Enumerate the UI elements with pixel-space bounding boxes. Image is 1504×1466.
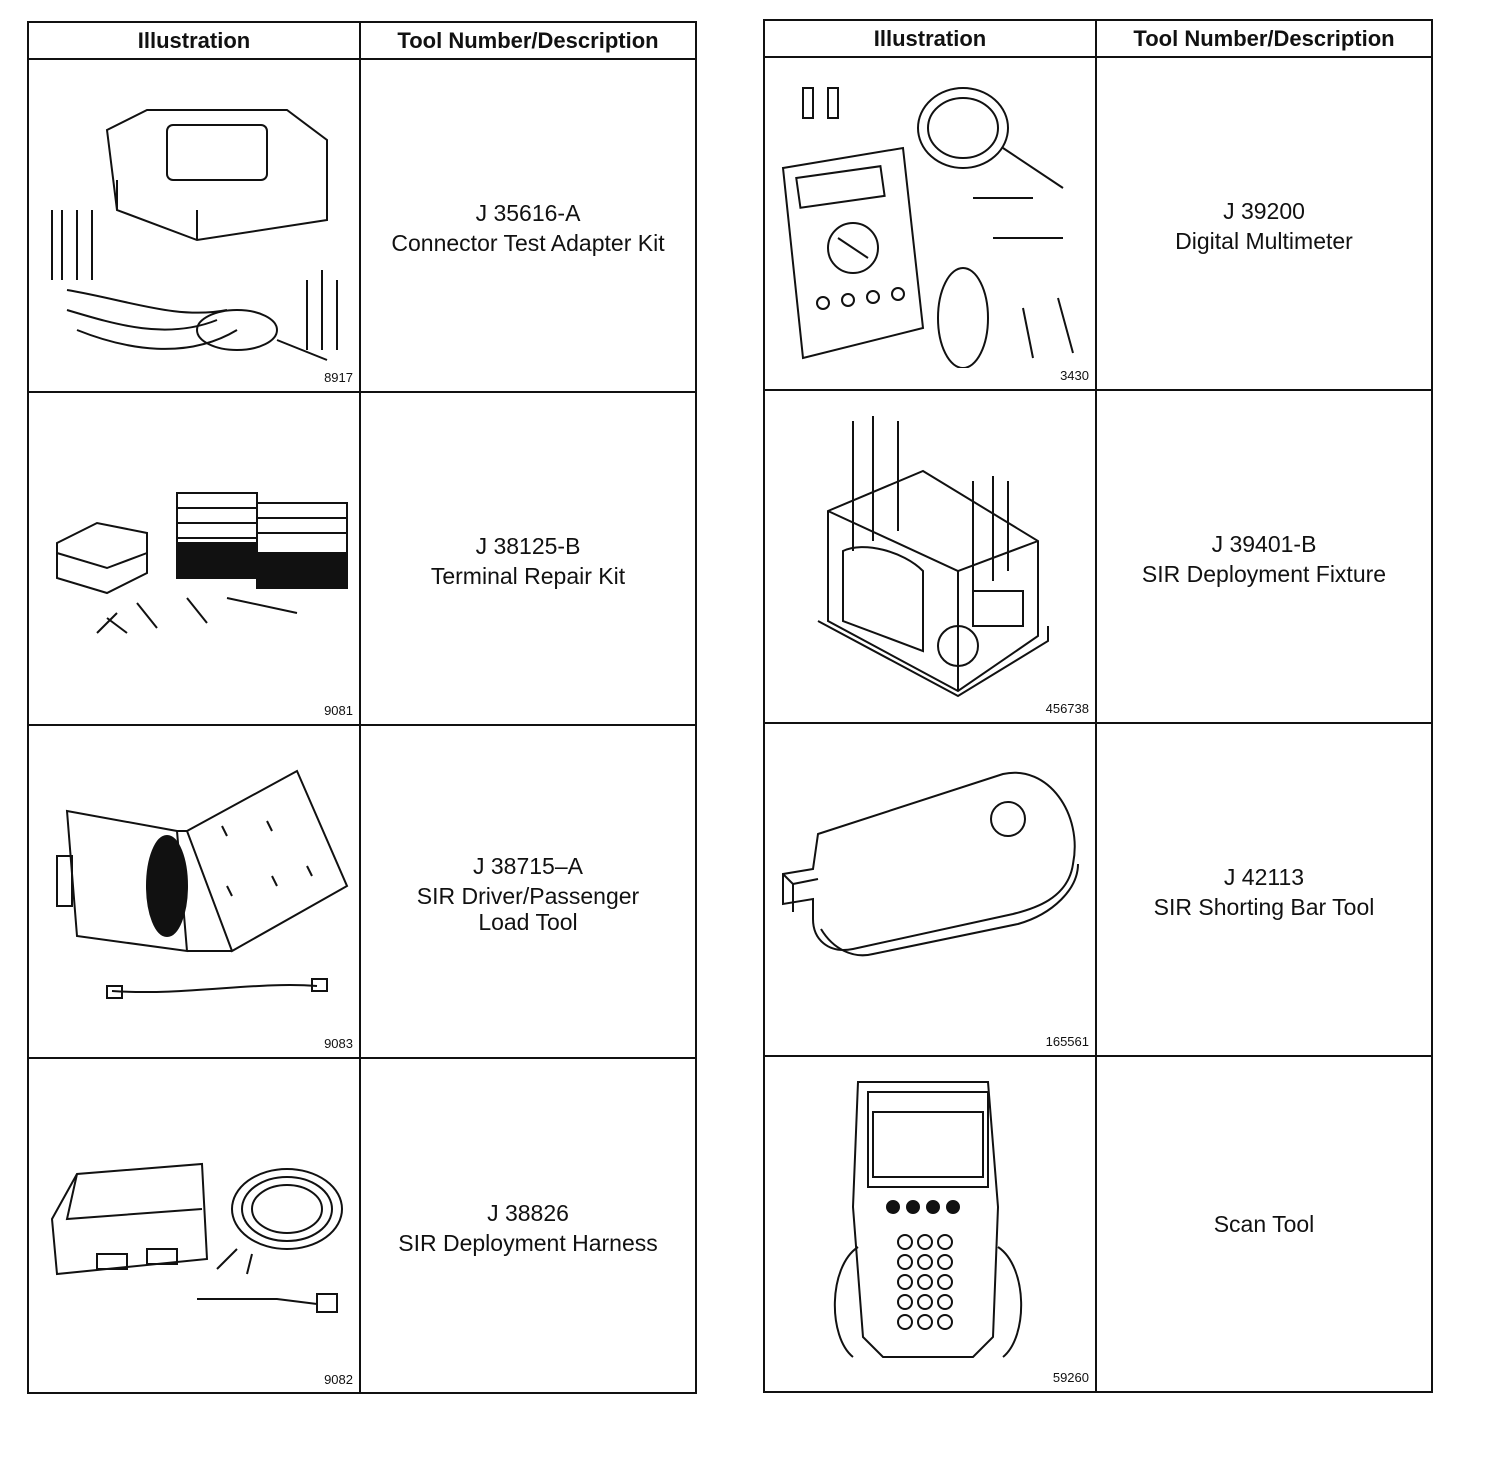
tool-cell: J 39401-B SIR Deployment Fixture xyxy=(1097,391,1431,722)
table-row: 3430 J 39200 Digital Multimeter xyxy=(765,58,1431,391)
tool-number: J 39401-B xyxy=(1211,530,1317,557)
illustration-cell: 8917 xyxy=(29,60,361,391)
illustration-cell: 3430 xyxy=(765,58,1097,389)
illustration-cell: 165561 xyxy=(765,724,1097,1055)
shorting-bar-tool-icon xyxy=(782,771,1079,957)
figure-number: 9083 xyxy=(324,1036,353,1051)
illustration-cell: 456738 xyxy=(765,391,1097,722)
table-row: 59260 Scan Tool xyxy=(765,1057,1431,1391)
figure-number: 456738 xyxy=(1045,701,1089,716)
tool-cell: J 39200 Digital Multimeter xyxy=(1097,58,1431,389)
table-row: 8917 J 35616-A Connector Test Adapter Ki… xyxy=(29,60,695,393)
tool-number: J 38715–A xyxy=(473,852,583,879)
load-tool-icon xyxy=(56,769,349,999)
connector-test-adapter-kit-icon xyxy=(51,109,338,361)
table-row: 9082 J 38826 SIR Deployment Harness xyxy=(29,1059,695,1393)
tool-description: SIR Deployment Harness xyxy=(398,1230,658,1256)
tool-description: Scan Tool xyxy=(1213,1211,1315,1237)
illustration-header: Illustration xyxy=(29,23,361,58)
tool-cell: J 38826 SIR Deployment Harness xyxy=(361,1059,695,1393)
tool-description: Connector Test Adapter Kit xyxy=(391,229,665,256)
illustration-cell: 9081 xyxy=(29,393,361,724)
tool-cell: J 38125-B Terminal Repair Kit xyxy=(361,393,695,724)
tool-cell: J 38715–A SIR Driver/Passenger Load Tool xyxy=(361,726,695,1057)
figure-number: 165561 xyxy=(1045,1034,1089,1049)
deployment-fixture-icon xyxy=(817,416,1049,698)
tool-description: Digital Multimeter xyxy=(1175,227,1353,254)
illustration-header: Illustration xyxy=(765,21,1097,56)
tools-table-right: Illustration Tool Number/Description xyxy=(763,19,1433,1393)
tool-cell: J 35616-A Connector Test Adapter Kit xyxy=(361,60,695,391)
tool-description: SIR Driver/Passenger Load Tool xyxy=(416,882,640,935)
figure-number: 9082 xyxy=(324,1372,353,1387)
table-row: 165561 J 42113 SIR Shorting Bar Tool xyxy=(765,724,1431,1057)
tool-number: J 42113 xyxy=(1223,863,1305,890)
table-row: 9081 J 38125-B Terminal Repair Kit xyxy=(29,393,695,726)
terminal-repair-kit-icon xyxy=(56,492,348,634)
tool-number: J 38125-B xyxy=(475,532,581,559)
tools-table-left: Illustration Tool Number/Description 891… xyxy=(27,21,697,1394)
tool-number: J 38826 xyxy=(487,1200,569,1226)
tool-cell: Scan Tool xyxy=(1097,1057,1431,1391)
tool-description: SIR Shorting Bar Tool xyxy=(1153,893,1375,920)
scan-tool-icon xyxy=(833,1081,1023,1358)
figure-number: 8917 xyxy=(324,370,353,385)
figure-number: 9081 xyxy=(324,703,353,718)
figure-number: 59260 xyxy=(1052,1370,1089,1385)
tool-header: Tool Number/Description xyxy=(1133,25,1395,51)
illustration-cell: 9083 xyxy=(29,726,361,1057)
tool-header: Tool Number/Description xyxy=(397,27,659,53)
table-row: 456738 J 39401-B SIR Deployment Fixture xyxy=(765,391,1431,724)
illustration-cell: 9082 xyxy=(29,1059,361,1393)
table-header: Illustration Tool Number/Description xyxy=(765,21,1431,58)
deployment-harness-icon xyxy=(50,1162,343,1313)
tool-number: J 35616-A xyxy=(475,199,581,226)
table-header: Illustration Tool Number/Description xyxy=(29,23,695,60)
tool-description: Terminal Repair Kit xyxy=(430,562,626,589)
tool-description: SIR Deployment Fixture xyxy=(1141,560,1387,587)
table-row: 9083 J 38715–A SIR Driver/Passenger Load… xyxy=(29,726,695,1059)
digital-multimeter-icon xyxy=(781,87,1074,368)
figure-number: 3430 xyxy=(1060,368,1089,383)
tool-cell: J 42113 SIR Shorting Bar Tool xyxy=(1097,724,1431,1055)
illustration-cell: 59260 xyxy=(765,1057,1097,1391)
tool-number: J 39200 xyxy=(1223,197,1305,224)
